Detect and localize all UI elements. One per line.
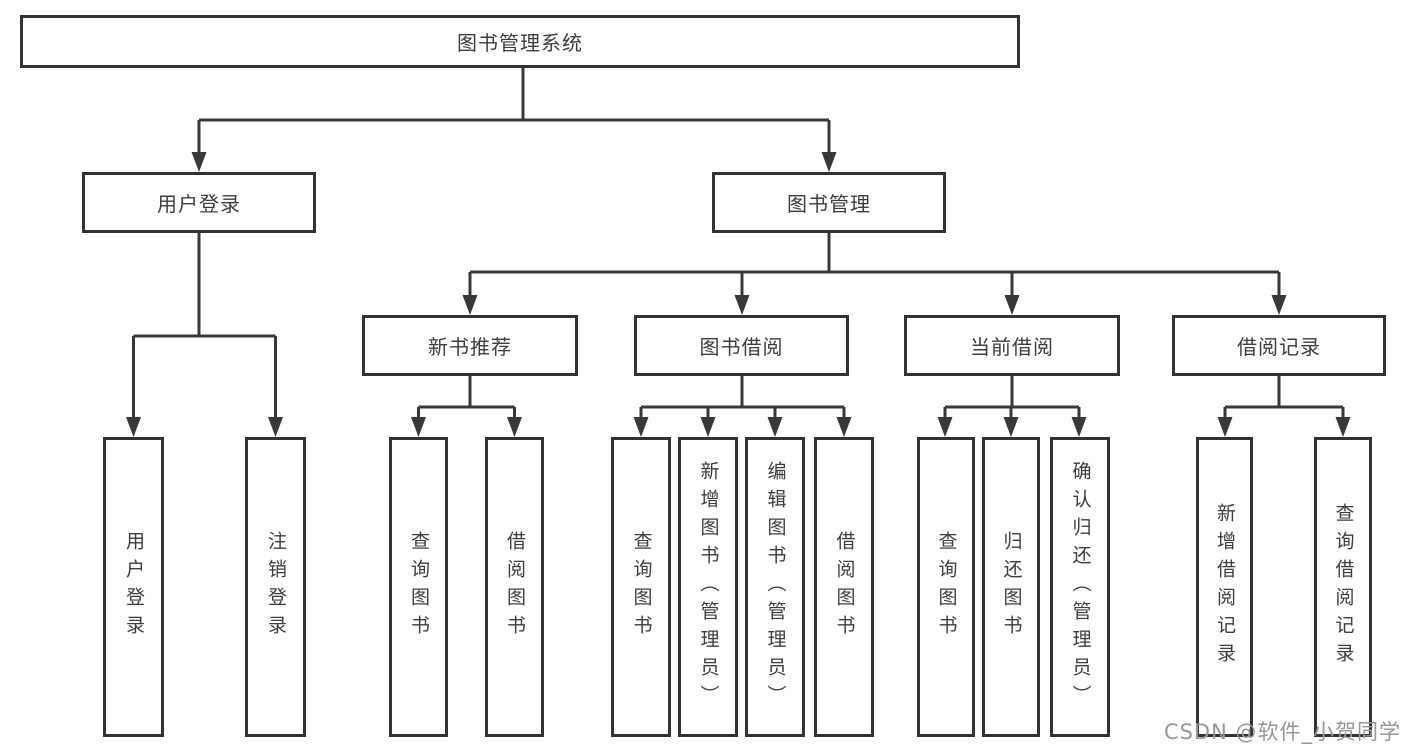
leaf-user-login: 用户登录: [103, 437, 164, 737]
leaf-return-books: 归还图书: [982, 437, 1040, 737]
node-new-book-recommend: 新书推荐: [362, 315, 578, 376]
leaf-add-books-admin: 新增图书（管理员）: [678, 437, 738, 737]
leaf-borrow-books-recommend: 借阅图书: [485, 437, 544, 737]
leaf-query-books-borrow: 查询图书: [611, 437, 671, 737]
node-book-management: 图书管理: [712, 172, 946, 233]
node-current-borrow: 当前借阅: [904, 315, 1120, 376]
leaf-edit-books-admin: 编辑图书（管理员）: [745, 437, 805, 737]
leaf-query-books-current: 查询图书: [917, 437, 975, 737]
node-root-system: 图书管理系统: [20, 15, 1020, 68]
node-book-borrow: 图书借阅: [634, 315, 849, 376]
node-borrow-record: 借阅记录: [1172, 315, 1386, 376]
csdn-watermark: CSDN @软件_小贺同学: [1163, 720, 1401, 744]
leaf-query-books-recommend: 查询图书: [389, 437, 448, 737]
leaf-logout: 注销登录: [245, 437, 306, 737]
leaf-add-borrow-record: 新增借阅记录: [1196, 437, 1253, 737]
leaf-borrow-books: 借阅图书: [814, 437, 874, 737]
node-user-login: 用户登录: [82, 172, 316, 233]
leaf-confirm-return-admin: 确认归还（管理员）: [1050, 437, 1110, 737]
leaf-query-borrow-record: 查询借阅记录: [1314, 437, 1372, 737]
